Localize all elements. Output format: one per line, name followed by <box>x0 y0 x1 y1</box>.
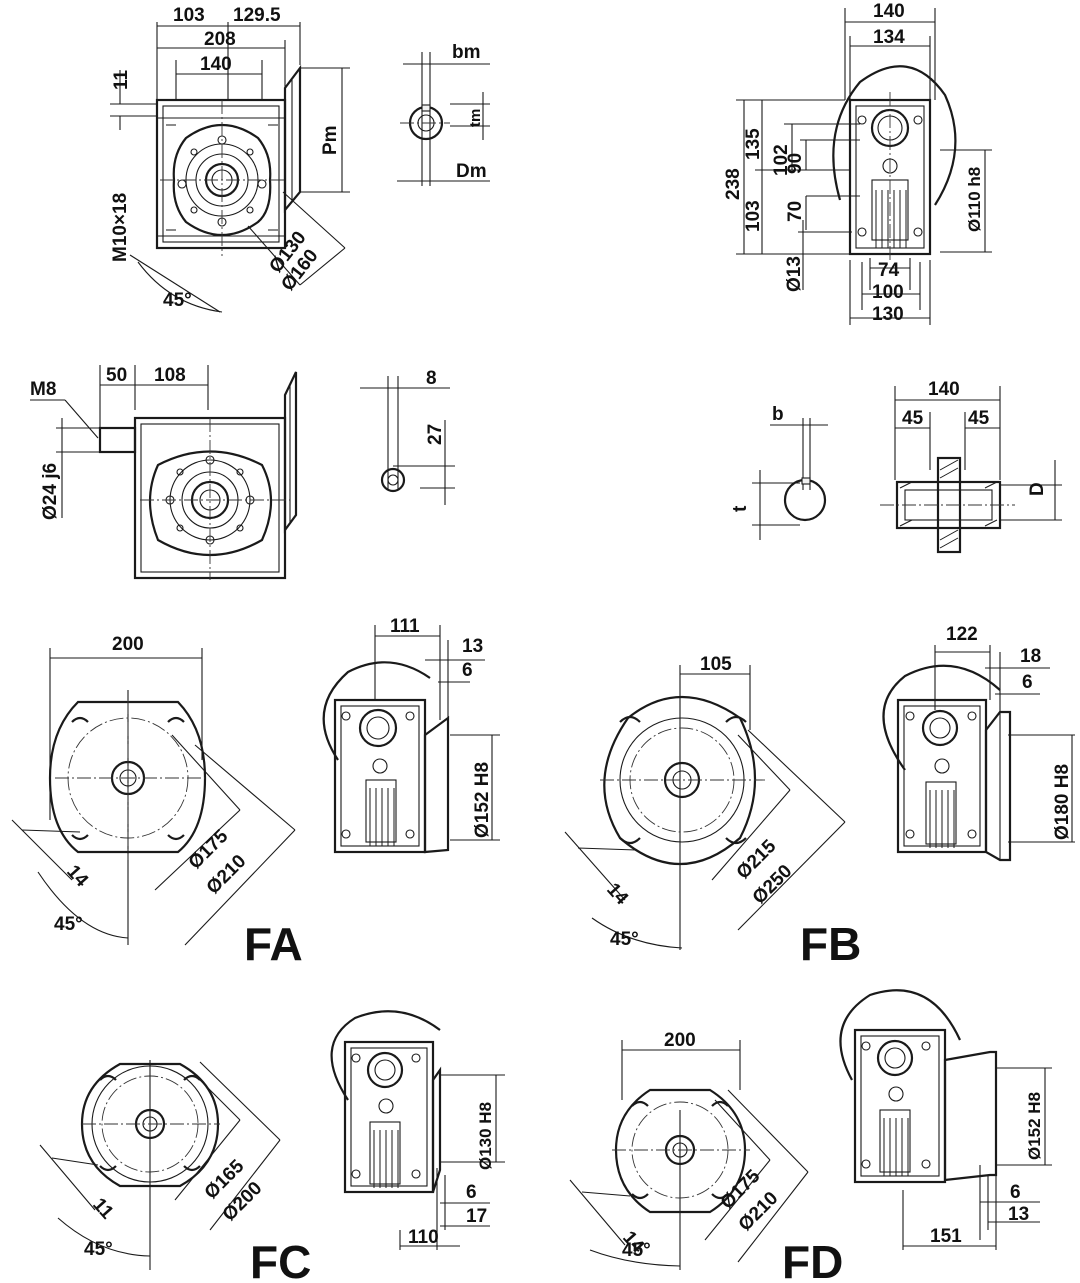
angle-45: 45° <box>163 290 192 311</box>
fb-dim-18: 18 <box>1020 646 1041 667</box>
flange-fb: 105 14 Ø215 Ø250 45° 122 18 6 Ø180 H8 FB <box>564 624 1075 970</box>
bore-keyway-detail: b t <box>730 404 828 540</box>
flange-fd: 200 14 Ø175 Ø210 45° Ø152 H8 6 13 151 FD <box>569 989 1052 1283</box>
dim-t: t <box>730 505 751 512</box>
fa-dim-13: 13 <box>462 636 483 657</box>
fa-dim-200: 200 <box>112 634 144 655</box>
fa-angle-45: 45° <box>54 914 83 935</box>
fb-tag: FB <box>800 918 861 970</box>
dim-134: 134 <box>873 27 905 48</box>
fc-dim-110: 110 <box>408 1227 439 1248</box>
label-m8: M8 <box>30 379 56 400</box>
input-key-detail: 8 27 <box>360 368 455 505</box>
fb-dim-14: 14 <box>602 879 632 909</box>
dim-140-hollow: 140 <box>928 379 960 400</box>
fd-dim-6: 6 <box>1010 1182 1021 1203</box>
fd-dim-151: 151 <box>930 1226 962 1247</box>
dim-90: 90 <box>785 153 806 174</box>
fb-angle-45: 45° <box>610 929 639 950</box>
dim-140-side: 140 <box>873 1 905 22</box>
dim-129-5: 129.5 <box>233 5 281 26</box>
hollow-shaft-section: 140 45 45 D <box>880 379 1062 554</box>
fc-tag: FC <box>250 1236 311 1283</box>
dim-tm: tm <box>467 109 484 127</box>
dim-130-side: 130 <box>872 304 904 325</box>
fa-dim-6: 6 <box>462 660 473 681</box>
fa-dim-14: 14 <box>62 861 92 891</box>
dim-70: 70 <box>785 201 806 222</box>
fa-tag: FA <box>244 918 303 970</box>
dim-140: 140 <box>200 54 232 75</box>
fb-dim-6: 6 <box>1022 672 1033 693</box>
fb-dim-122: 122 <box>946 624 978 645</box>
fa-dim-d152h8: Ø152 H8 <box>472 762 493 838</box>
flange-fa: 200 14 Ø175 Ø210 45° 111 13 6 Ø152 H8 FA <box>11 616 500 970</box>
dim-d24j6: Ø24 j6 <box>40 463 61 520</box>
dim-pm: Pm <box>320 125 341 155</box>
dim-m10x18: M10×18 <box>110 193 131 262</box>
dim-103: 103 <box>173 5 205 26</box>
dim-45-right: 45 <box>968 408 990 429</box>
dim-135: 135 <box>743 128 764 160</box>
fd-dim-200: 200 <box>664 1030 696 1051</box>
dim-102: 102 <box>771 144 792 176</box>
fc-dim-11: 11 <box>88 1194 117 1223</box>
fd-dim-13: 13 <box>1008 1204 1029 1225</box>
fd-tag: FD <box>782 1236 843 1283</box>
dim-45-left: 45 <box>902 408 924 429</box>
fc-dim-6: 6 <box>466 1182 477 1203</box>
input-shaft-view: M8 50 108 Ø24 j6 <box>30 365 298 580</box>
dim-74: 74 <box>878 260 900 281</box>
main-front-view: 103 129.5 208 140 11 Pm M10×18 Ø130 Ø160… <box>110 5 350 313</box>
dim-bm: bm <box>452 42 481 63</box>
dim-100: 100 <box>872 282 904 303</box>
dim-50: 50 <box>106 365 127 386</box>
side-view: 140 134 238 135 102 90 103 70 Ø110 h8 Ø1… <box>723 1 992 325</box>
dim-d13: Ø13 <box>784 256 805 292</box>
dim-238: 238 <box>723 168 744 200</box>
fd-dim-d152h8: Ø152 H8 <box>1025 1092 1044 1160</box>
flange-fc: 11 Ø165 Ø200 45° Ø130 H8 6 17 110 FC <box>39 1010 505 1283</box>
dim-103-side: 103 <box>743 200 764 232</box>
dim-b: b <box>772 404 784 425</box>
shaft-keyway-detail: bm tm Dm <box>397 42 490 186</box>
dim-D: D <box>1027 482 1048 496</box>
dim-d110h8: Ø110 h8 <box>965 167 984 232</box>
fb-dim-d180h8: Ø180 H8 <box>1052 764 1073 840</box>
fd-angle-45: 45° <box>622 1240 651 1261</box>
fb-dim-105: 105 <box>700 654 732 675</box>
dim-208: 208 <box>204 29 236 50</box>
dim-27: 27 <box>425 424 446 445</box>
fa-dim-111: 111 <box>390 616 420 637</box>
dim-11: 11 <box>111 69 132 90</box>
dim-108: 108 <box>154 365 186 386</box>
fc-angle-45: 45° <box>84 1239 113 1260</box>
dim-dm: Dm <box>456 161 487 182</box>
fc-dim-d130h8: Ø130 H8 <box>476 1102 495 1170</box>
fc-dim-17: 17 <box>466 1206 487 1227</box>
dim-8: 8 <box>426 368 437 389</box>
